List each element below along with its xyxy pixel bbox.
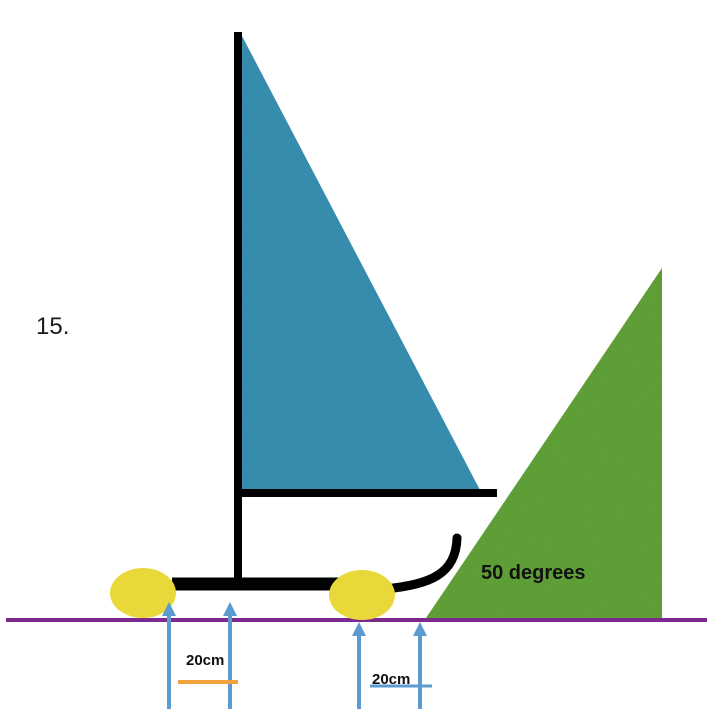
right-dimension-label: 20cm: [372, 671, 410, 688]
front-bumper: [379, 533, 462, 594]
sail: [242, 36, 480, 490]
left-arrow-outer-head: [162, 602, 176, 616]
angle-label: 50 degrees: [481, 562, 586, 584]
right-arrow-pair: [352, 622, 427, 709]
right-arrow-outer-head: [352, 622, 366, 636]
rear-wheel: [110, 568, 176, 618]
right-arrow-inner-head: [413, 622, 427, 636]
ramp: [426, 268, 662, 618]
front-wheel: [329, 570, 395, 620]
left-dimension-label: 20cm: [186, 652, 224, 669]
left-arrow-pair: [162, 602, 237, 709]
left-arrow-inner-head: [223, 602, 237, 616]
question-number: 15.: [36, 313, 69, 340]
